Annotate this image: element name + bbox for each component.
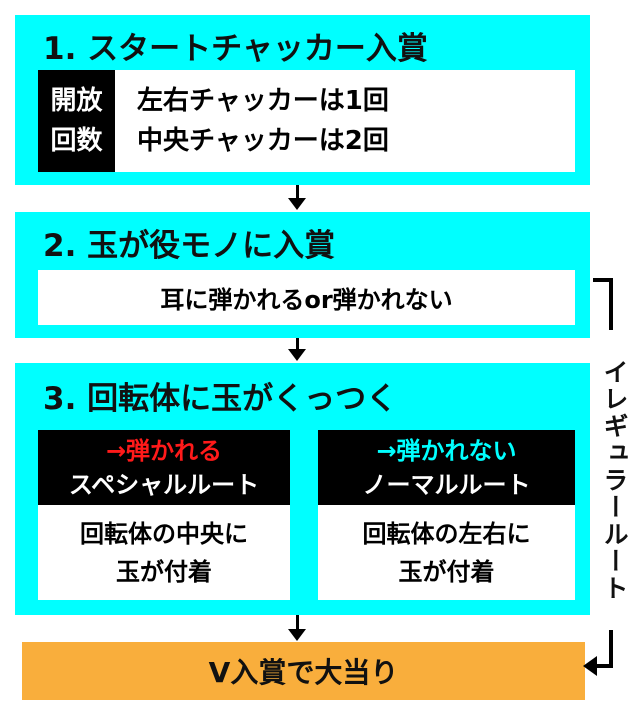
- step2-title: 2. 玉が役モノに入賞: [43, 228, 336, 264]
- condition-text: →弾かれない: [376, 436, 517, 465]
- step1-box: 1. スタートチャッカー入賞 開放 回数 左右チャッカーは1回 中央チャッカーは…: [15, 15, 590, 185]
- result-line: 回転体の左右に: [362, 519, 531, 548]
- normal-route-card: →弾かれない ノーマルルート 回転体の左右に 玉が付着: [318, 430, 575, 600]
- result-line: 玉が付着: [116, 557, 212, 586]
- condition-text: →弾かれる: [105, 436, 223, 465]
- special-route-header: →弾かれる スペシャルルート: [38, 430, 290, 505]
- normal-route-header: →弾かれない ノーマルルート: [318, 430, 575, 505]
- step2-box: 2. 玉が役モノに入賞 耳に弾かれるor弾かれない: [15, 212, 590, 338]
- step2-detail: 耳に弾かれるor弾かれない: [38, 270, 575, 325]
- normal-route-result: 回転体の左右に 玉が付着: [318, 505, 575, 600]
- step1-title: 1. スタートチャッカー入賞: [43, 31, 428, 67]
- arrow-down: [288, 615, 306, 641]
- open-count-label: 開放 回数: [38, 70, 115, 172]
- result-line: 玉が付着: [398, 557, 495, 586]
- open-count-detail: 左右チャッカーは1回 中央チャッカーは2回: [115, 70, 575, 172]
- special-route-result: 回転体の中央に 玉が付着: [38, 505, 290, 600]
- step3-box: 3. 回転体に玉がくっつく →弾かれる スペシャルルート 回転体の中央に 玉が付…: [15, 363, 590, 615]
- route-name: スペシャルルート: [68, 470, 260, 499]
- irregular-arrow-head-icon: [583, 656, 597, 676]
- result-line: 回転体の中央に: [80, 519, 248, 548]
- detail-line: 中央チャッカーは2回: [137, 126, 389, 156]
- result-box: V入賞で大当り: [22, 642, 585, 700]
- irregular-route-label: イレギュラールート: [598, 330, 632, 630]
- route-name: ノーマルルート: [362, 470, 531, 499]
- arrow-down: [288, 185, 306, 210]
- special-route-card: →弾かれる スペシャルルート 回転体の中央に 玉が付着: [38, 430, 290, 600]
- label-line: 開放: [50, 86, 103, 116]
- step3-title: 3. 回転体に玉がくっつく: [43, 381, 398, 417]
- arrow-down: [288, 338, 306, 361]
- label-line: 回数: [50, 126, 103, 156]
- detail-line: 左右チャッカーは1回: [137, 86, 389, 116]
